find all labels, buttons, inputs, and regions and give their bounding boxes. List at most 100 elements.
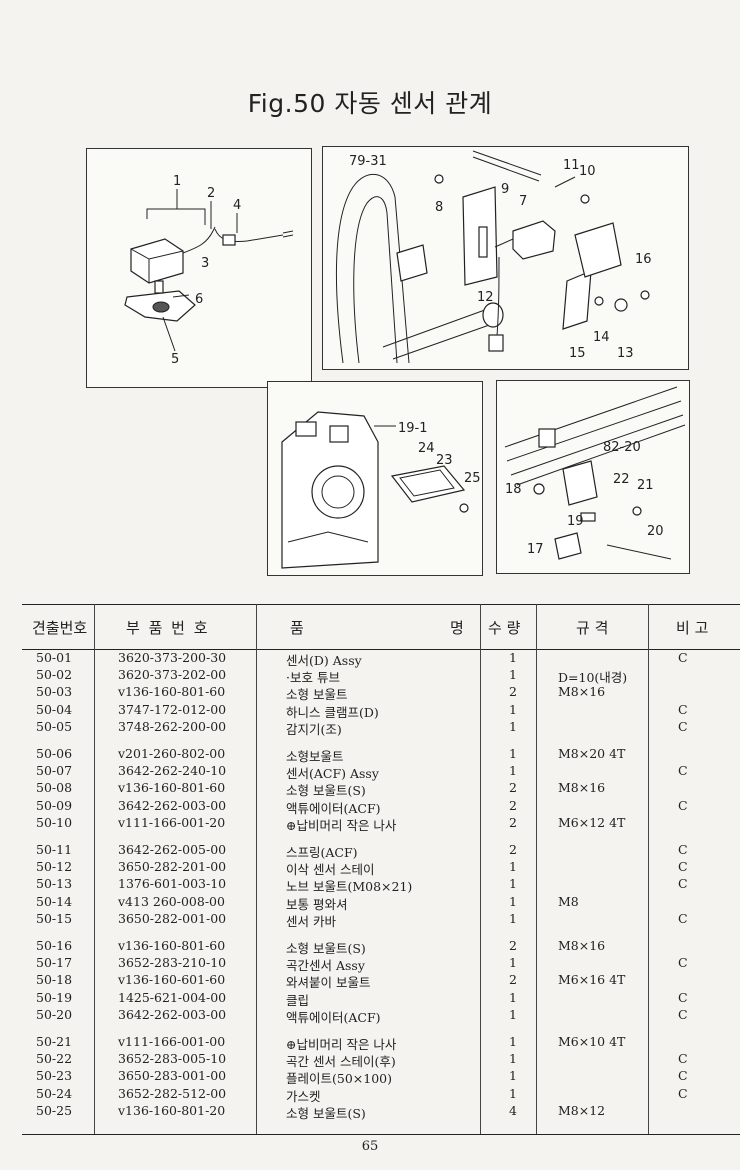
col-divider xyxy=(480,604,481,1134)
cell-name: 소형 보울트(S) xyxy=(286,783,366,799)
cell-name: 액튜에이터(ACF) xyxy=(286,1009,381,1025)
cell-remark: C xyxy=(678,718,688,734)
cell-qty: 1 xyxy=(509,989,517,1005)
cell-qty: 1 xyxy=(509,859,517,875)
cell-remark: C xyxy=(678,797,688,813)
cell-name: 스프링(ACF) xyxy=(286,845,358,860)
cell-ref-no: 50-15 xyxy=(36,910,73,926)
col-divider xyxy=(94,604,95,1134)
cell-qty: 2 xyxy=(509,797,517,813)
diagram-panel-plate: 19-1 24 23 25 xyxy=(267,381,483,576)
plate-drawing: 19-1 24 23 25 xyxy=(281,411,481,569)
cell-spec: M6×10 4T xyxy=(558,1034,626,1049)
cell-name: 액튜에이터(ACF) xyxy=(286,800,381,816)
cell-part-no: 3747-172-012-00 xyxy=(118,701,227,717)
cell-qty: 1 xyxy=(509,718,517,734)
label-5: 5 xyxy=(171,352,179,367)
cell-qty: 1 xyxy=(509,763,517,779)
cell-qty: 1 xyxy=(509,955,517,971)
cell-part-no: 1425-621-004-00 xyxy=(118,989,227,1005)
header-qty: 수 량 xyxy=(488,619,521,637)
cell-ref-no: 50-06 xyxy=(36,746,73,761)
cell-qty: 1 xyxy=(509,667,517,683)
cell-spec: M8×20 4T xyxy=(558,746,626,761)
cell-part-no: 3652-283-210-10 xyxy=(118,955,227,971)
cell-part-no: v413 260-008-00 xyxy=(118,893,225,909)
cell-qty: 2 xyxy=(509,814,517,830)
table-header: 견출번호 부 품 번 호 품 명 수 량 규 격 비 고 xyxy=(22,604,740,650)
sensor-d-drawing: 1 2 3 4 5 6 xyxy=(124,174,294,367)
grain-sensor-drawing: 82-20 22 21 18 19 20 17 xyxy=(504,386,686,560)
cell-part-no: 3642-262-003-00 xyxy=(118,1006,227,1022)
cell-spec: M8×16 xyxy=(558,684,606,700)
cell-name: 센서(ACF) Assy xyxy=(286,766,379,782)
table-bottom-rule xyxy=(22,1134,740,1135)
label-14: 14 xyxy=(593,330,610,345)
cell-ref-no: 50-07 xyxy=(36,763,73,779)
cell-spec: M8 xyxy=(558,893,579,909)
cell-remark: C xyxy=(678,650,688,665)
cell-qty: 1 xyxy=(509,1006,517,1022)
cell-ref-no: 50-23 xyxy=(36,1068,73,1084)
cell-spec: D=10(내경) xyxy=(558,670,628,686)
label-17: 17 xyxy=(527,542,544,557)
cell-qty: 2 xyxy=(509,842,517,857)
cell-part-no: 3650-282-001-00 xyxy=(118,910,227,926)
diagram-panel-sensor-acf: 79-31 11 10 9 7 8 12 16 14 15 13 xyxy=(322,146,689,370)
cell-qty: 1 xyxy=(509,746,517,761)
label-18: 18 xyxy=(505,482,522,497)
col-divider xyxy=(648,604,649,1134)
header-name-1: 품 xyxy=(290,619,304,637)
cell-remark: C xyxy=(678,1006,688,1022)
cell-name: 가스켓 xyxy=(286,1088,321,1104)
cell-name: 소형보울트 xyxy=(286,749,344,764)
cell-qty: 1 xyxy=(509,910,517,926)
cell-name: ·보호 튜브 xyxy=(286,670,340,686)
cell-qty: 1 xyxy=(509,1034,517,1049)
cell-spec: M8×12 xyxy=(558,1102,606,1118)
cell-name: 이삭 센서 스테이 xyxy=(286,862,375,878)
label-12: 12 xyxy=(477,290,494,305)
diagram-panel-grain-sensor: 82-20 22 21 18 19 20 17 xyxy=(496,380,690,574)
cell-qty: 1 xyxy=(509,650,517,665)
cell-name: 와셔붙이 보울트 xyxy=(286,975,371,991)
cell-part-no: v136-160-801-20 xyxy=(118,1102,226,1118)
cell-part-no: v136-160-801-60 xyxy=(118,684,226,700)
label-23: 23 xyxy=(436,453,453,468)
cell-name: 곡간 센서 스테이(후) xyxy=(286,1054,396,1070)
label-79-31: 79-31 xyxy=(349,154,387,169)
cell-part-no: v136-160-801-60 xyxy=(118,938,226,953)
cell-ref-no: 50-10 xyxy=(36,814,73,830)
cell-qty: 1 xyxy=(509,1051,517,1067)
label-13: 13 xyxy=(617,346,634,361)
label-10: 10 xyxy=(579,164,596,179)
label-19-1: 19-1 xyxy=(398,421,428,436)
cell-name: 소형 보울트 xyxy=(286,687,348,703)
header-ref-no: 견출번호 xyxy=(32,619,88,637)
sensor-acf-drawing: 79-31 11 10 9 7 8 12 16 14 15 13 xyxy=(335,150,652,364)
label-9: 9 xyxy=(501,182,509,197)
cell-ref-no: 50-05 xyxy=(36,718,73,734)
cell-ref-no: 50-16 xyxy=(36,938,73,953)
col-divider xyxy=(256,604,257,1134)
label-15: 15 xyxy=(569,346,586,361)
header-name-2: 명 xyxy=(450,619,464,637)
cell-remark: C xyxy=(678,1085,688,1101)
cell-part-no: 3652-283-005-10 xyxy=(118,1051,227,1067)
cell-part-no: 3650-283-001-00 xyxy=(118,1068,227,1084)
cell-name: 하니스 클램프(D) xyxy=(286,704,379,720)
page-number: 65 xyxy=(361,1139,379,1154)
cell-remark: C xyxy=(678,859,688,875)
